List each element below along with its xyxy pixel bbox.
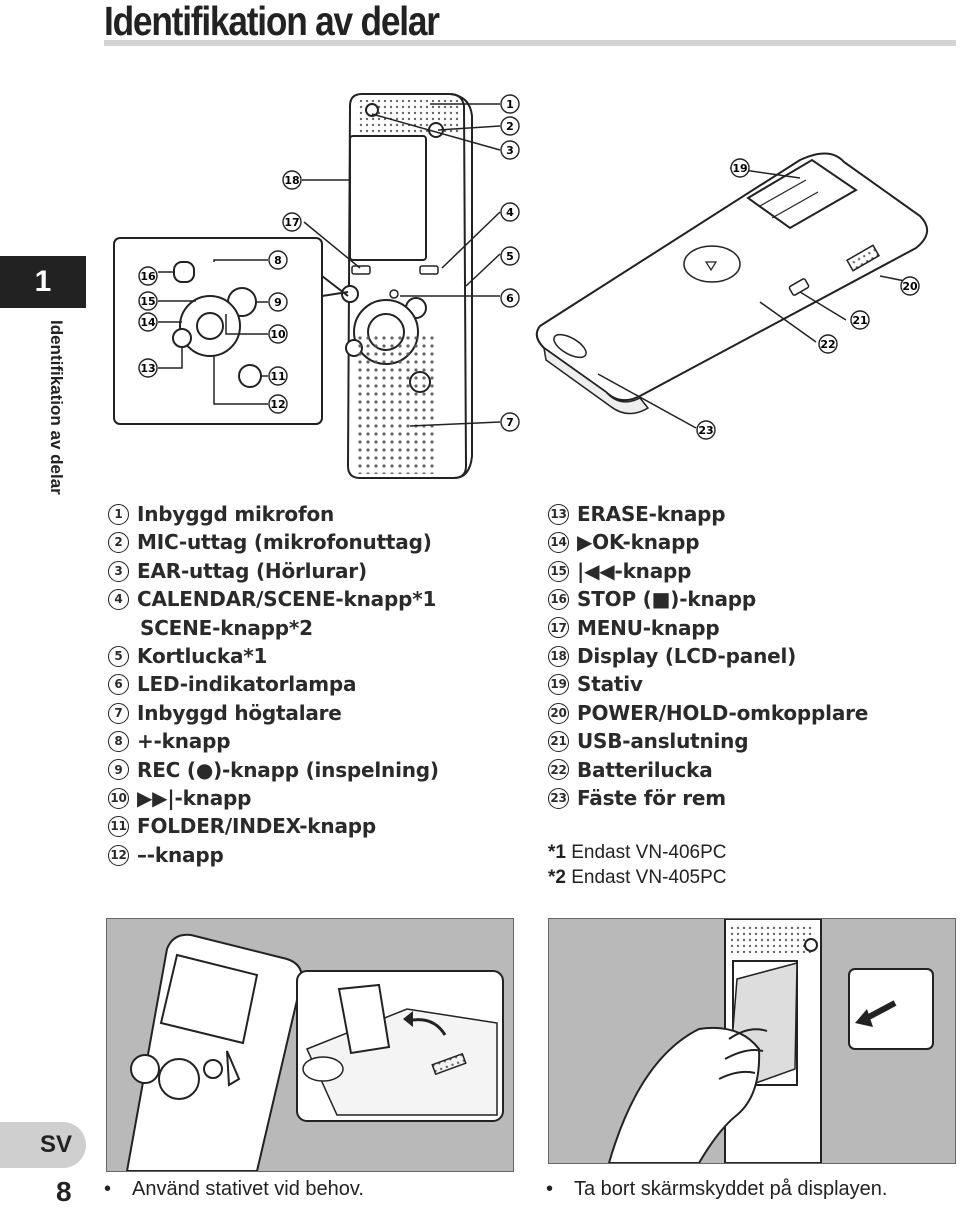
- svg-text:1: 1: [506, 98, 514, 111]
- figure-label: 16: [138, 266, 158, 286]
- svg-text:9: 9: [274, 296, 282, 309]
- svg-text:5: 5: [506, 250, 514, 263]
- list-item: 10▶▶|-knapp: [108, 784, 439, 812]
- figure-label: 17: [282, 212, 302, 232]
- figure-label: 10: [268, 324, 288, 344]
- svg-text:14: 14: [140, 316, 156, 329]
- figure-number-labels: 1 2 3 4 5 6 7 8 9 10 11 12 13 14 15 16 1…: [138, 94, 920, 440]
- svg-text:12: 12: [270, 398, 285, 411]
- inset-leader-lines: [158, 259, 268, 405]
- svg-text:10: 10: [270, 328, 286, 341]
- figure-label: 20: [900, 276, 920, 296]
- footnote: *2 Endast VN-405PC: [548, 867, 727, 888]
- figure-label: 22: [818, 334, 838, 354]
- svg-text:15: 15: [140, 295, 155, 308]
- figure-label: 8: [268, 250, 288, 270]
- svg-text:2: 2: [506, 120, 514, 133]
- figure-label: 3: [500, 140, 520, 160]
- footnote: *1 Endast VN-406PC: [548, 842, 727, 863]
- svg-text:3: 3: [506, 144, 514, 157]
- figure-label: 19: [730, 158, 750, 178]
- page-number: 8: [56, 1176, 72, 1207]
- figure-label: 14: [138, 312, 158, 332]
- svg-text:19: 19: [732, 162, 747, 175]
- figure-label: 1: [500, 94, 520, 114]
- list-item: 8+-knapp: [108, 727, 439, 755]
- figure-label: 4: [500, 202, 520, 222]
- figure-label: 11: [268, 366, 288, 386]
- list-item: 12–-knapp: [108, 841, 439, 869]
- title-rule: [104, 40, 956, 46]
- list-item-continuation: SCENE-knapp*2: [140, 615, 313, 640]
- svg-text:21: 21: [852, 314, 867, 327]
- stand-illustration: [106, 918, 514, 1172]
- sidebar-section-label: Identifikation av delar: [32, 320, 72, 540]
- svg-text:4: 4: [506, 206, 514, 219]
- figure-label: 9: [268, 292, 288, 312]
- figure-label: 15: [138, 291, 158, 311]
- figure-label: 13: [138, 358, 158, 378]
- footnotes: *1 Endast VN-406PC *2 Endast VN-405PC: [548, 840, 727, 890]
- sidebar-section-text: Identifikation av delar: [47, 320, 66, 495]
- device-leader-lines: [302, 103, 501, 427]
- figure-label: 2: [500, 116, 520, 136]
- svg-text:20: 20: [902, 280, 918, 293]
- device-diagram: 1 2 3 4 5 6 7 8 9 10 11 12 13 14 15 16 1…: [113, 93, 928, 479]
- screen-protector-drawing: [607, 919, 934, 1163]
- list-item: 14▶OK-knapp: [548, 528, 868, 556]
- caption-left: •Använd stativet vid behov.: [104, 1178, 364, 1200]
- svg-text:22: 22: [820, 338, 835, 351]
- recorder-front-view: [341, 93, 473, 479]
- figure-label: 5: [500, 246, 520, 266]
- figure-label: 6: [500, 288, 520, 308]
- svg-text:13: 13: [140, 362, 155, 375]
- svg-text:18: 18: [284, 174, 299, 187]
- figure-label: 21: [850, 310, 870, 330]
- svg-text:16: 16: [140, 270, 156, 283]
- svg-text:23: 23: [698, 424, 713, 437]
- svg-text:11: 11: [270, 370, 285, 383]
- stand-drawing: [125, 933, 504, 1171]
- page-title: Identifikation av delar: [104, 0, 440, 44]
- screen-protector-illustration: [548, 918, 956, 1164]
- recorder-rear-view: [535, 152, 928, 415]
- figure-label: 12: [268, 394, 288, 414]
- list-item: 15|◀◀-knapp: [548, 557, 868, 585]
- figure-label: 7: [500, 412, 520, 432]
- figure-label: 23: [696, 420, 716, 440]
- language-tab: SV: [0, 1122, 86, 1168]
- svg-text:6: 6: [506, 292, 514, 305]
- svg-text:8: 8: [274, 254, 282, 267]
- caption-right: •Ta bort skärmskyddet på displayen.: [546, 1178, 888, 1200]
- svg-text:7: 7: [506, 416, 514, 429]
- svg-text:17: 17: [284, 216, 299, 229]
- figure-label: 18: [282, 170, 302, 190]
- chapter-number-tab: 1: [0, 256, 86, 308]
